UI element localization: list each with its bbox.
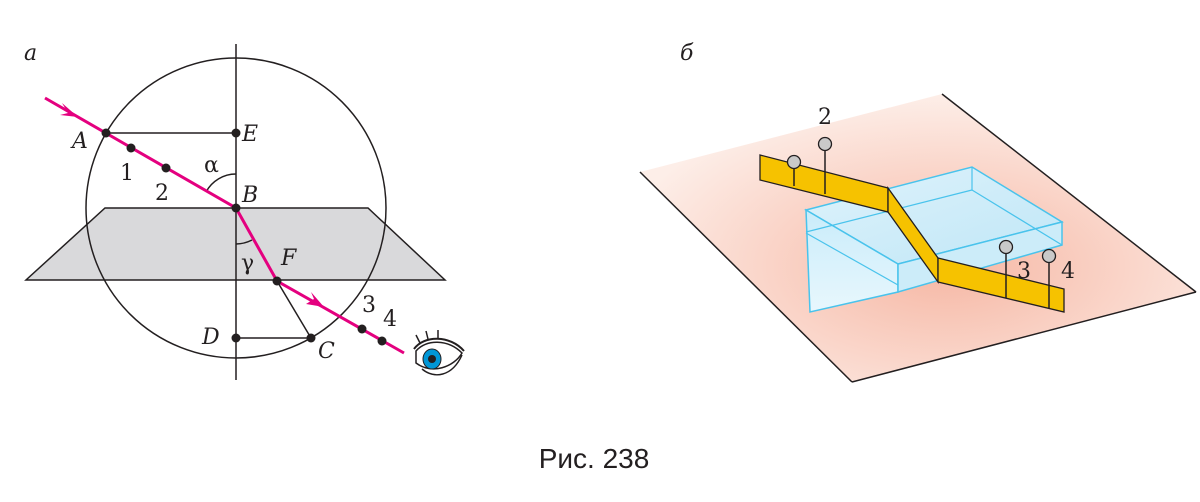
sheet-edge-left bbox=[639, 171, 853, 383]
pin-4 bbox=[1041, 248, 1057, 308]
label-f: F bbox=[280, 246, 297, 271]
segment-fc bbox=[276, 280, 312, 339]
label-c: C bbox=[318, 339, 335, 364]
label-alpha: α bbox=[204, 153, 219, 178]
label-b-pin-3: 3 bbox=[1017, 259, 1031, 284]
yellow-strip bbox=[759, 154, 1065, 313]
pin-1-dot bbox=[126, 143, 136, 153]
label-d: D bbox=[201, 325, 220, 350]
label-gamma: γ bbox=[241, 251, 254, 276]
label-pin-2: 2 bbox=[155, 181, 169, 206]
point-b bbox=[231, 203, 241, 213]
pin-3-dot bbox=[357, 324, 367, 334]
point-a bbox=[101, 128, 111, 138]
point-f bbox=[272, 276, 282, 286]
label-a: A bbox=[70, 129, 88, 154]
sheet-edge-bottom bbox=[851, 291, 1197, 383]
light-ray bbox=[44, 96, 405, 355]
panel-a: а A E B F D bbox=[24, 41, 465, 380]
point-e bbox=[231, 128, 241, 138]
label-e: E bbox=[241, 122, 258, 147]
ray-arrow-out bbox=[306, 292, 324, 307]
sheet-edge-top bbox=[941, 93, 1197, 293]
angle-alpha-arc bbox=[205, 173, 237, 193]
point-c bbox=[306, 333, 316, 343]
label-b-pin-2: 2 bbox=[818, 105, 832, 130]
point-d bbox=[231, 333, 241, 343]
pin-2-left bbox=[786, 154, 802, 186]
pin-2-right bbox=[817, 136, 833, 194]
pin-4-dot bbox=[377, 336, 387, 346]
pin-2-dot bbox=[161, 163, 171, 173]
figure-caption: Рис. 238 bbox=[539, 443, 650, 474]
angle-gamma-arc bbox=[235, 239, 253, 245]
label-pin-4: 4 bbox=[383, 307, 397, 332]
label-pin-3: 3 bbox=[362, 293, 376, 318]
eye-icon bbox=[413, 330, 465, 376]
panel-b-label: б bbox=[680, 41, 694, 66]
label-pin-1: 1 bbox=[120, 161, 134, 186]
panel-b: б bbox=[639, 41, 1197, 383]
label-b-pin-4: 4 bbox=[1061, 259, 1075, 284]
label-b: B bbox=[241, 183, 258, 208]
pin-3 bbox=[998, 239, 1014, 298]
ray-arrow-in bbox=[60, 103, 78, 117]
panel-a-label: а bbox=[24, 41, 37, 66]
